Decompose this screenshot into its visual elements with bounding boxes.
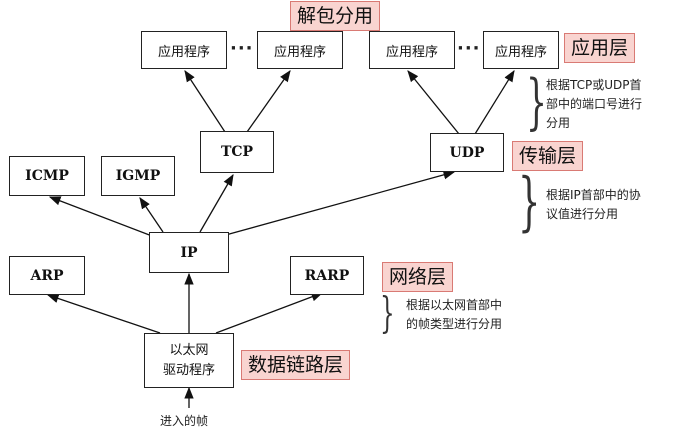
arrow-tcp-to-app1 xyxy=(184,70,226,133)
transport-layer-tag: 传输层 xyxy=(512,141,584,171)
app-box-3: 应用程序 xyxy=(369,31,455,69)
brace-ip: } xyxy=(518,165,541,239)
port-note-line2: 部中的端口号进行 xyxy=(546,97,643,111)
arrow-driver-to-arp xyxy=(46,293,161,334)
demux-tag: 解包分用 xyxy=(290,1,381,31)
eth-note-line1: 根据以太网首部中 xyxy=(406,298,503,312)
icmp-box: ICMP xyxy=(9,156,85,196)
brace-eth: } xyxy=(380,288,395,337)
port-note-line1: 根据TCP或UDP首 xyxy=(546,78,642,92)
ip-note-line1: 根据IP首部中的协 xyxy=(546,188,641,202)
port-note-line3: 分用 xyxy=(546,116,571,130)
arrow-ip-to-tcp xyxy=(199,173,234,233)
arrow-ip-to-icmp xyxy=(48,196,153,237)
arrow-udp-to-app4 xyxy=(474,70,515,135)
ellipsis-left: ··· xyxy=(230,38,254,59)
datalink-layer-tag: 数据链路层 xyxy=(241,350,351,380)
tcp-box: TCP xyxy=(200,131,274,173)
arrow-tcp-to-app2 xyxy=(246,70,291,133)
application-layer-tag: 应用层 xyxy=(564,33,636,63)
ellipsis-right: ··· xyxy=(457,38,481,59)
udp-box: UDP xyxy=(430,133,504,172)
ip-box: IP xyxy=(149,232,229,273)
arrow-udp-to-app3 xyxy=(407,70,460,135)
rarp-box: RARP xyxy=(290,256,364,295)
driver-label-line2: 驱动程序 xyxy=(162,362,215,378)
driver-label-line1: 以太网 xyxy=(169,342,209,358)
arrow-ip-to-igmp xyxy=(139,197,164,233)
eth-note-line2: 的帧类型进行分用 xyxy=(406,317,503,331)
port-demux-note: 根据TCP或UDP首 部中的端口号进行 分用 xyxy=(546,76,642,133)
network-layer-tag: 网络层 xyxy=(382,262,454,292)
arrow-driver-to-rarp xyxy=(215,292,324,334)
arrow-ip-to-udp xyxy=(221,170,456,237)
app-box-4: 应用程序 xyxy=(483,31,559,69)
app-box-2: 应用程序 xyxy=(257,31,343,69)
app-box-1: 应用程序 xyxy=(141,31,227,69)
ip-note-line2: 议值进行分用 xyxy=(546,207,619,221)
ip-demux-note: 根据IP首部中的协 议值进行分用 xyxy=(546,186,641,224)
ethernet-driver-box: 以太网 驱动程序 xyxy=(144,333,234,388)
arp-box: ARP xyxy=(9,256,85,295)
incoming-frame-label: 进入的帧 xyxy=(160,414,209,428)
eth-demux-note: 根据以太网首部中 的帧类型进行分用 xyxy=(406,296,502,334)
igmp-box: IGMP xyxy=(101,156,175,196)
brace-port: } xyxy=(526,67,548,137)
